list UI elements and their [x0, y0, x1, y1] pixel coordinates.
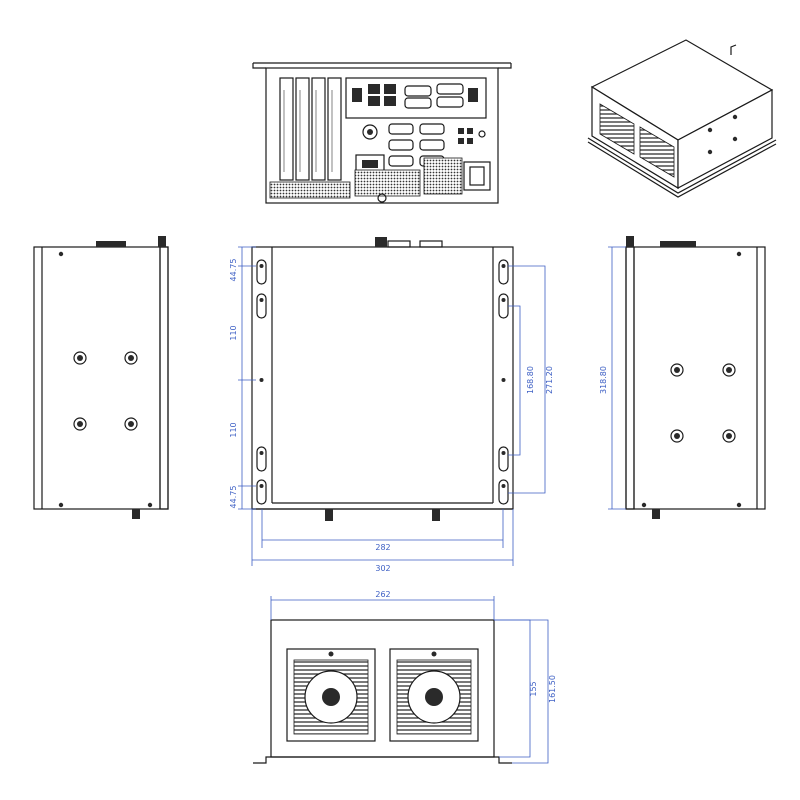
mounting-screws [670, 363, 736, 443]
small-connectors [458, 128, 486, 144]
mounting-slots-right [498, 259, 509, 505]
front-fan-view [253, 619, 512, 764]
fan-left [286, 648, 376, 742]
io-ports-row [352, 83, 478, 109]
right-side-view [625, 236, 766, 519]
dim-front-width: 262 [375, 590, 390, 599]
left-side-view [33, 236, 169, 519]
expansion-slots [279, 77, 342, 181]
isometric-view [587, 39, 777, 198]
rear-io-view [252, 62, 512, 204]
fan-right [389, 648, 479, 742]
top-view [251, 237, 514, 521]
dim-top-slot: 44.75 [229, 259, 238, 282]
dim-lower-spacing: 110 [229, 422, 238, 437]
power-socket-icon [463, 161, 491, 191]
power-button-icon [362, 124, 378, 140]
dim-bottom-slot: 44.75 [229, 486, 238, 509]
dim-front-height-total: 161.50 [548, 675, 557, 703]
mounting-screws [73, 351, 138, 431]
mounting-slots-left [256, 259, 267, 505]
dim-inner-width: 282 [375, 543, 390, 552]
dim-upper-spacing: 110 [229, 325, 238, 340]
dim-outer-slot-span: 271.20 [545, 366, 554, 394]
dim-inner-slot-span: 168.80 [526, 366, 535, 394]
dim-outer-width: 302 [375, 564, 390, 573]
dimension-lines [238, 246, 626, 764]
dim-front-height: 155 [529, 681, 538, 696]
dimension-labels: 44.75 110 110 44.75 168.80 271.20 318.80… [229, 259, 608, 703]
dim-height-side: 318.80 [599, 366, 608, 394]
